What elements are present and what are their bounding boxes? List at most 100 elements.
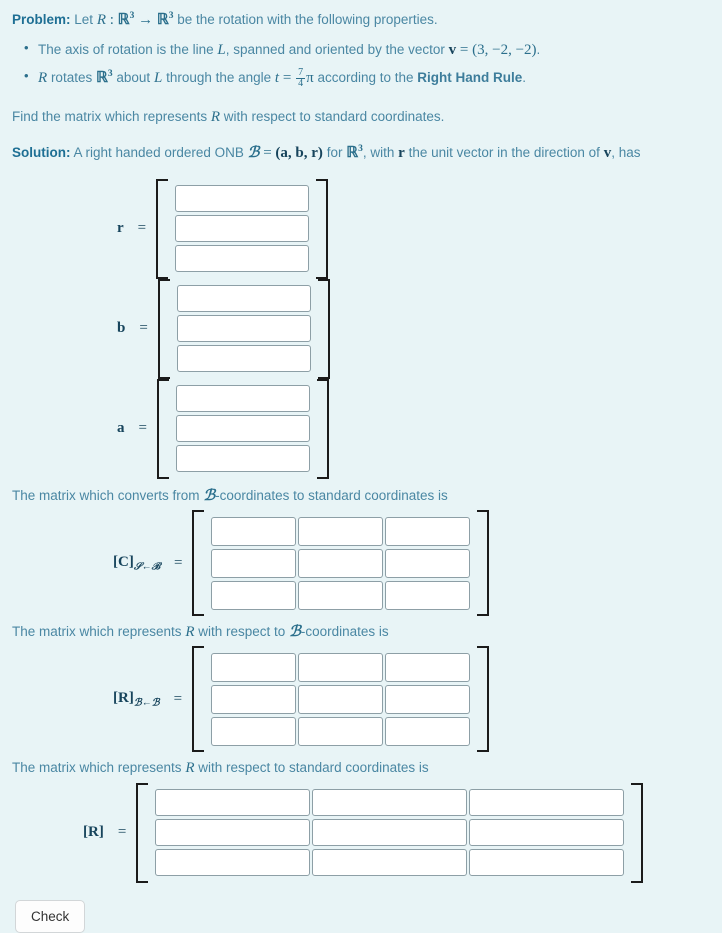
matrix-rb-cell-2-3[interactable] [385, 684, 471, 714]
left-bracket-icon [192, 510, 205, 616]
axis-vector-symbol: v [448, 42, 457, 59]
matrix-rb-cell-3-2[interactable] [298, 716, 384, 746]
matrix-r-label: [R] [83, 824, 104, 841]
matrix-c-cell-3-1[interactable] [211, 580, 297, 610]
matrix-rb-caption: The matrix which represents R with respe… [0, 621, 722, 644]
property-list: The axis of rotation is the line L, span… [12, 38, 710, 90]
vector-cell-row [175, 384, 311, 414]
matrix-c-caption: The matrix which converts from ℬ-coordin… [0, 485, 722, 508]
matrix-rb-equals: = [173, 690, 183, 707]
matrix-c-cell-3-3[interactable] [385, 580, 471, 610]
left-bracket-icon [157, 278, 170, 379]
right-bracket-icon [477, 510, 490, 616]
vector-a-entry-1[interactable] [175, 385, 310, 413]
angle-equals: = [282, 70, 292, 87]
vector-bracket-group-a [156, 378, 329, 479]
arrow-icon: → [134, 12, 157, 28]
vector-row-r: r = [117, 178, 722, 279]
table-row [154, 788, 625, 818]
solution-vector-symbol: v [603, 144, 612, 161]
matrix-c-cell-3-2[interactable] [298, 580, 384, 610]
matrix-rb-cells [204, 646, 477, 752]
vector-a-entry-2[interactable] [175, 415, 310, 443]
matrix-r-caption-1: The matrix which represents [12, 760, 182, 776]
matrix-c-cell-1-2[interactable] [298, 516, 384, 546]
matrix-c-cell-2-3[interactable] [385, 548, 471, 578]
matrix-r-caption-2: with respect to standard coordinates is [198, 760, 429, 776]
find-instruction: Find the matrix which represents R with … [12, 106, 710, 129]
matrix-rb-cell-1-1[interactable] [211, 652, 297, 682]
matrix-r-cell-1-3[interactable] [469, 789, 625, 816]
find-text-2: with respect to standard coordinates. [223, 109, 445, 125]
solution-label: Solution: [12, 144, 71, 160]
matrix-r-cell-3-2[interactable] [312, 849, 468, 876]
vector-cell-row [175, 444, 311, 474]
matrix-row-r: [R] = [83, 782, 722, 883]
vector-r-entry-2[interactable] [175, 215, 310, 243]
matrix-c-caption-1: The matrix which converts from [12, 487, 200, 503]
check-button[interactable]: Check [15, 899, 86, 933]
solution-text-5: , has [611, 144, 641, 160]
matrix-rb-cell-1-3[interactable] [385, 652, 471, 682]
vector-equals-b: = [139, 320, 148, 337]
solution-text-3: , with [362, 144, 395, 160]
matrix-r-cell-3-3[interactable] [469, 849, 625, 876]
vector-cell-row [174, 214, 310, 244]
vector-b-entry-2[interactable] [176, 315, 311, 343]
axis-line-symbol: L [217, 42, 226, 59]
matrix-c-cell-2-2[interactable] [298, 548, 384, 578]
vector-bracket-group-b [157, 278, 330, 379]
left-bracket-icon [192, 646, 205, 753]
solution-basis-tuple: (a, b, r) [275, 144, 323, 161]
vector-cell-row [176, 344, 312, 374]
matrix-r-cell-2-1[interactable] [155, 819, 311, 846]
matrix-rb-cell-2-1[interactable] [211, 684, 297, 714]
matrix-c-cell-1-3[interactable] [385, 516, 471, 546]
matrix-r-cell-3-1[interactable] [155, 849, 311, 876]
vector-r-entry-1[interactable] [175, 185, 310, 213]
solution-basis-symbol: ℬ [247, 144, 260, 161]
exercise-page: Problem: Let R : ℝ3 → ℝ3 be the rotation… [0, 9, 722, 933]
right-bracket-icon [631, 782, 644, 883]
angle-line-symbol: L [153, 70, 163, 87]
vector-r-entry-3[interactable] [175, 245, 310, 273]
matrix-c-caption-2: -coordinates to standard coordinates is [215, 487, 448, 503]
solution-space-symbol: ℝ3 [346, 143, 363, 161]
problem-statement: Problem: Let R : ℝ3 → ℝ3 be the rotation… [0, 9, 722, 165]
table-row [210, 579, 471, 611]
axis-period: . [536, 42, 541, 58]
matrix-r-cell-1-2[interactable] [312, 789, 468, 816]
vector-cells-a [169, 379, 317, 479]
property-item-axis: The axis of rotation is the line L, span… [24, 38, 710, 62]
matrix-r-cell-1-1[interactable] [155, 789, 311, 816]
angle-text-3: through the angle [166, 70, 272, 86]
colon-symbol: : [106, 12, 118, 28]
matrix-rb-cell-1-2[interactable] [298, 652, 384, 682]
matrix-rb-label-sub: ℬ←ℬ [133, 697, 160, 709]
matrix-c-bracket-group [192, 510, 490, 616]
table-row [210, 651, 471, 683]
matrix-r-cell-2-2[interactable] [312, 819, 468, 846]
matrix-rb-caption-basis: ℬ [289, 624, 301, 640]
vector-cell-row [174, 184, 310, 214]
angle-t-symbol: t [274, 70, 280, 87]
matrix-rb-cell-3-3[interactable] [385, 716, 471, 746]
solution-unit-symbol: r [398, 144, 405, 161]
matrix-r-cell-2-3[interactable] [469, 819, 625, 846]
matrix-rb-cell-2-2[interactable] [298, 684, 384, 714]
codomain-symbol: ℝ3 [156, 11, 174, 28]
angle-text-2: about [116, 70, 151, 86]
vector-b-entry-3[interactable] [176, 345, 311, 373]
map-symbol: R [96, 12, 106, 28]
right-bracket-icon [477, 646, 490, 753]
solution-equals: = [263, 144, 272, 161]
matrix-c-cell-1-1[interactable] [211, 516, 297, 546]
rotation-symbol: R [38, 70, 48, 87]
vector-a-entry-3[interactable] [175, 445, 310, 473]
matrix-r-label-main: [R] [83, 824, 104, 840]
matrix-r-equals: = [117, 824, 127, 840]
matrix-rb-cell-3-1[interactable] [211, 716, 297, 746]
vector-cell-row [176, 314, 312, 344]
vector-b-entry-1[interactable] [176, 285, 311, 313]
matrix-c-cell-2-1[interactable] [211, 548, 297, 578]
